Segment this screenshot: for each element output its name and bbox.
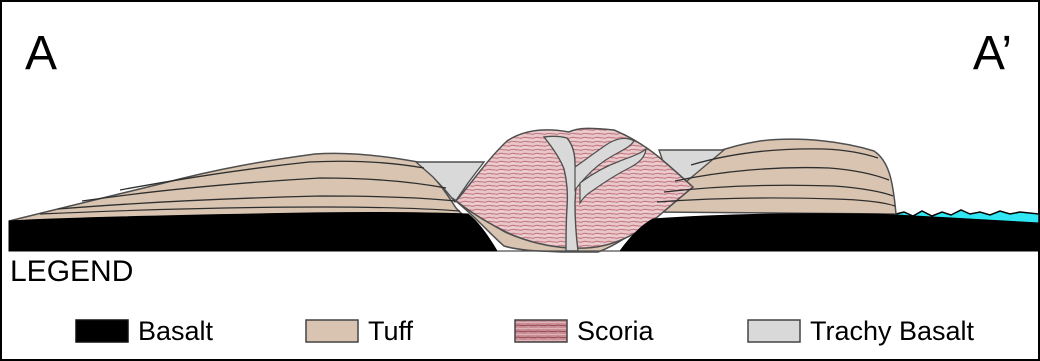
legend-title: LEGEND [10,257,133,287]
legend-label-scoria: Scoria [577,318,654,345]
legend-label-tuff: Tuff [368,318,413,345]
section-label-right: A’ [973,30,1012,78]
section-label-left: A [25,30,57,78]
left-basalt-base [9,213,497,252]
legend-item-tuff: Tuff [306,318,413,344]
right-basalt-base [620,214,1039,251]
legend-label-basalt: Basalt [138,318,213,345]
legend-item-scoria: Scoria [515,318,654,344]
legend-item-trachy-basalt: Trachy Basalt [748,318,974,344]
legend-item-basalt: Basalt [76,318,213,344]
legend-label-trachy-basalt: Trachy Basalt [810,318,974,345]
